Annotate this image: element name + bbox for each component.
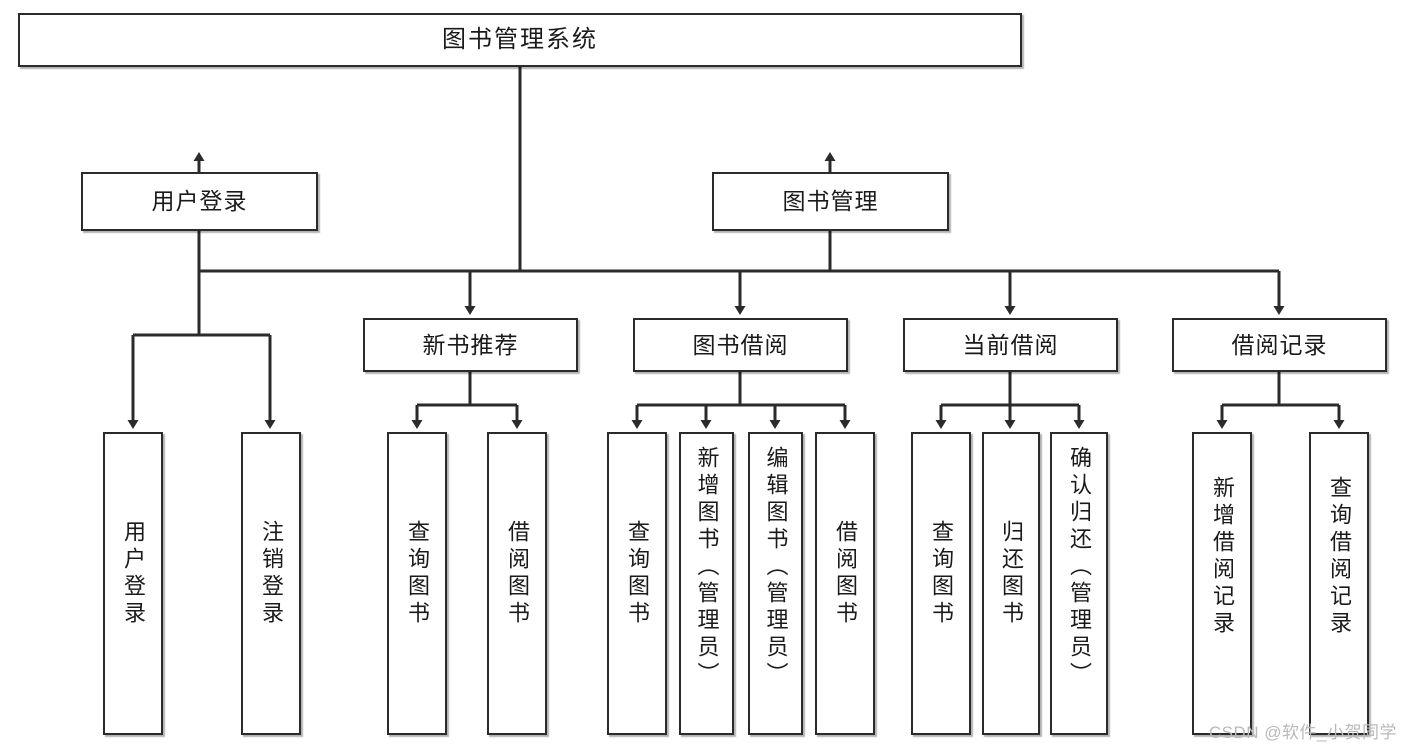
node-label: 新书推荐: [422, 331, 519, 358]
node-label: 新增借阅记录: [1210, 476, 1235, 638]
leaf-logout-login[interactable]: 注销登录: [241, 432, 301, 735]
node-label: 查询图书: [625, 520, 650, 628]
leaf-borrow-book-recommend[interactable]: 借阅图书: [487, 432, 547, 735]
node-label: 图书管理: [782, 188, 879, 215]
leaf-add-borrow-record[interactable]: 新增借阅记录: [1192, 432, 1252, 735]
leaf-edit-book-admin[interactable]: 编辑图书（管理员）: [748, 432, 803, 735]
node-label: 注销登录: [259, 520, 284, 628]
node-book-management[interactable]: 图书管理: [712, 172, 949, 231]
node-user-login[interactable]: 用户登录: [81, 172, 318, 231]
node-label: 借阅记录: [1231, 331, 1328, 358]
node-label: 新增图书（管理员）: [694, 446, 720, 689]
leaf-query-borrow-record[interactable]: 查询借阅记录: [1309, 432, 1369, 735]
node-root-book-management-system[interactable]: 图书管理系统: [18, 13, 1022, 67]
node-label: 编辑图书（管理员）: [763, 446, 789, 689]
leaf-query-book-borrow[interactable]: 查询图书: [607, 432, 667, 735]
node-label: 确认归还（管理员）: [1067, 446, 1092, 689]
leaf-return-book[interactable]: 归还图书: [982, 432, 1040, 735]
node-label: 用户登录: [121, 520, 146, 628]
leaf-confirm-return-admin[interactable]: 确认归还（管理员）: [1050, 432, 1108, 735]
node-label: 图书借阅: [692, 331, 789, 358]
node-label: 归还图书: [999, 520, 1024, 628]
leaf-query-book-current[interactable]: 查询图书: [911, 432, 971, 735]
leaf-user-login[interactable]: 用户登录: [103, 432, 163, 735]
node-borrow-record[interactable]: 借阅记录: [1172, 318, 1387, 372]
node-label: 查询借阅记录: [1327, 476, 1352, 638]
node-label: 查询图书: [405, 520, 430, 628]
node-label: 当前借阅: [962, 331, 1059, 358]
leaf-query-book-recommend[interactable]: 查询图书: [387, 432, 447, 735]
node-label: 借阅图书: [833, 520, 858, 628]
node-label: 借阅图书: [505, 520, 530, 628]
node-new-book-recommend[interactable]: 新书推荐: [363, 318, 578, 372]
node-current-borrow[interactable]: 当前借阅: [903, 318, 1118, 372]
leaf-add-book-admin[interactable]: 新增图书（管理员）: [679, 432, 734, 735]
csdn-watermark: CSDN @软件_小贺同学: [1208, 723, 1397, 742]
node-label: 用户登录: [151, 188, 248, 215]
node-label: 查询图书: [929, 520, 954, 628]
node-label: 图书管理系统: [442, 26, 598, 53]
node-book-borrow[interactable]: 图书借阅: [633, 318, 848, 372]
leaf-borrow-book-borrow[interactable]: 借阅图书: [815, 432, 875, 735]
